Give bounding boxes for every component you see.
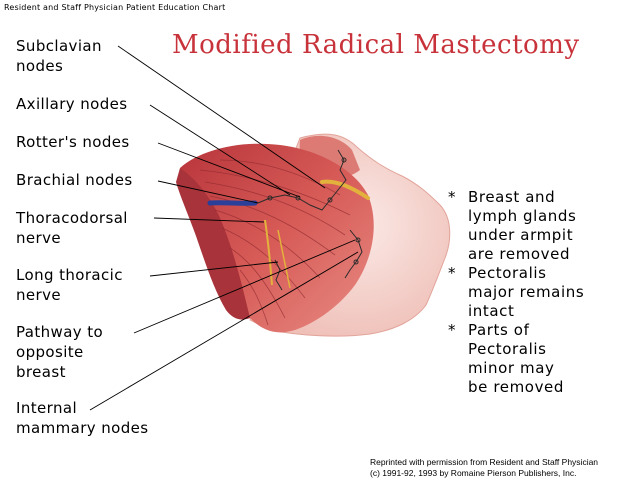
label-rotters-nodes: Rotter's nodes	[16, 133, 130, 151]
arm-muscle	[176, 168, 250, 320]
clavicle-nerve	[320, 179, 370, 200]
bullet-star: *	[448, 264, 457, 282]
label-axillary-nodes: Axillary nodes	[16, 95, 128, 113]
leader-brachial	[157, 180, 259, 204]
lymph-node-chain	[257, 149, 363, 291]
long-thoracic-nerve-line	[277, 229, 291, 289]
leader-lines	[89, 45, 359, 411]
note-item: * Pectoralis major remains intact	[448, 264, 585, 320]
note-item: * Breast and lymph glands under armpit a…	[448, 188, 577, 263]
bullet-star: *	[448, 321, 457, 339]
axillary-vein	[207, 200, 258, 206]
leader-rotters	[157, 142, 301, 198]
diagram-title: Modified Radical Mastectomy	[172, 30, 580, 60]
leader-pathway	[133, 239, 356, 334]
copyright-credit: Reprinted with permission from Resident …	[370, 457, 599, 478]
muscle-fibers	[199, 159, 351, 326]
thoracodorsal-nerve-line	[264, 219, 273, 286]
pectoralis-major-muscle	[180, 143, 374, 333]
bullet-star: *	[448, 188, 457, 206]
note-item: * Parts of Pectoralis minor may be remov…	[448, 321, 564, 396]
leader-internal	[89, 251, 359, 411]
label-brachial-nodes: Brachial nodes	[16, 171, 133, 189]
leader-axillary	[149, 104, 291, 196]
leader-thoracodorsal	[153, 217, 265, 223]
leader-subclavian	[117, 45, 326, 189]
leader-long-thoracic	[149, 261, 279, 277]
notes-list: * Breast and lymph glands under armpit a…	[448, 188, 584, 397]
chart-header: Resident and Staff Physician Patient Edu…	[4, 3, 226, 12]
